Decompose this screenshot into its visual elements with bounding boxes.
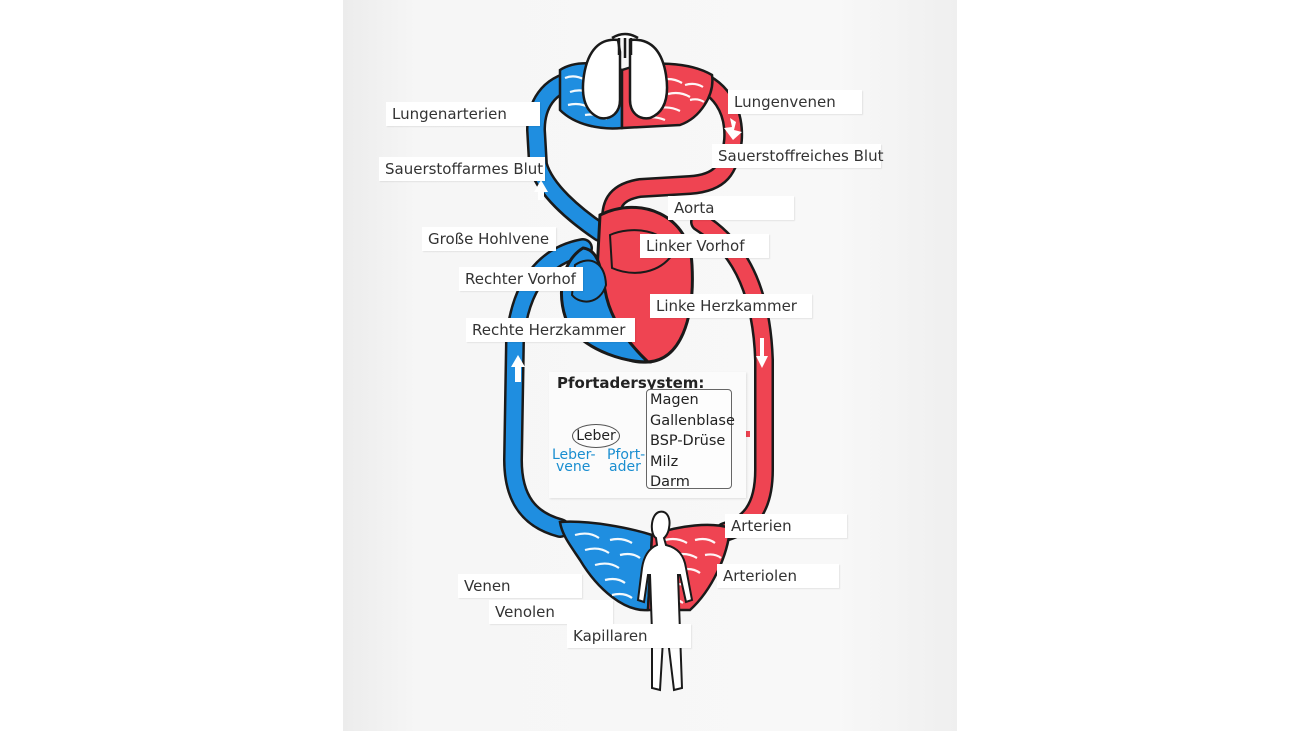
label-aorta: Aorta <box>668 196 794 220</box>
flow-arrow-icon <box>511 118 768 382</box>
label-arterien: Arterien <box>725 514 847 538</box>
label-lungenvenen: Lungenvenen <box>728 90 862 114</box>
portal-system-title: Pfortadersystem: <box>557 374 705 392</box>
label-venen: Venen <box>458 574 582 598</box>
liver-vein-caption-2: vene <box>556 459 591 475</box>
label-rechter-vorhof: Rechter Vorhof <box>459 267 583 291</box>
portal-vein-caption-2: ader <box>609 459 641 475</box>
label-linke-herzkammer: Linke Herzkammer <box>650 294 812 318</box>
organ-item: BSP-Drüse <box>650 433 726 449</box>
label-arteriolen: Arteriolen <box>717 564 839 588</box>
portal-vein-caption-1: Pfort- <box>607 447 646 463</box>
label-sauerstoffreiches-blut: Sauerstoffreiches Blut <box>712 144 883 168</box>
portal-organ-list: Magen Gallenblase BSP-Drüse Milz Darm <box>646 389 735 490</box>
label-rechte-herzkammer: Rechte Herzkammer <box>466 318 635 342</box>
organ-item: Milz <box>650 453 679 470</box>
lungs-icon <box>581 32 669 120</box>
label-venolen: Venolen <box>489 600 613 624</box>
label-linker-vorhof: Linker Vorhof <box>640 234 769 258</box>
label-grosse-hohlvene: Große Hohlvene <box>422 227 556 251</box>
liver-label: Leber <box>572 424 620 448</box>
organ-item: Darm <box>650 474 690 490</box>
label-kapillaren: Kapillaren <box>567 624 691 648</box>
label-sauerstoffarmes-blut: Sauerstoffarmes Blut <box>379 157 545 181</box>
liver-vein-caption-1: Leber- <box>552 447 596 463</box>
organ-item: Magen <box>650 392 699 408</box>
label-lungenarterien: Lungenarterien <box>386 102 540 126</box>
organ-item: Gallenblase <box>650 412 735 429</box>
